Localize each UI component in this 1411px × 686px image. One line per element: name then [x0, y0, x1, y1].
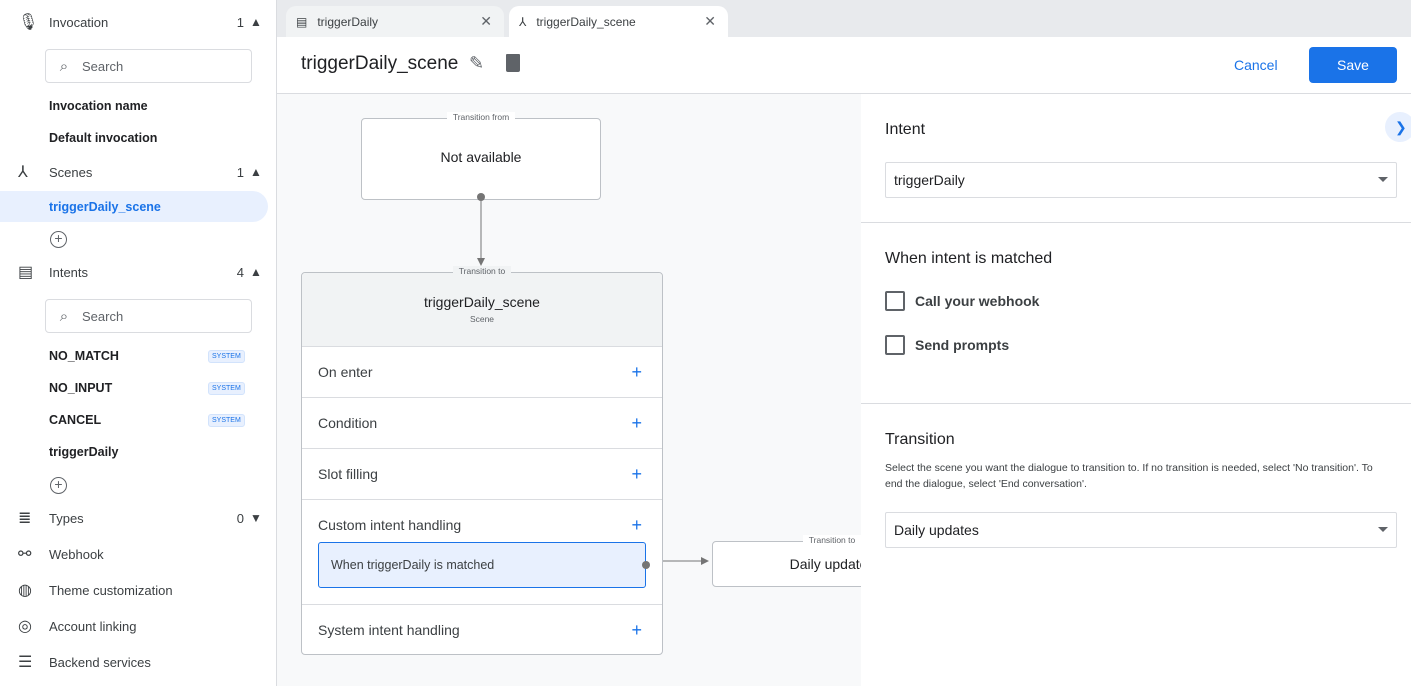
row-custom-intent[interactable]: Custom intent handling+ When triggerDail… [302, 499, 662, 604]
add-icon[interactable]: + [631, 464, 642, 484]
add-intent-icon[interactable]: + [50, 477, 67, 494]
types-list-icon: ≣ [18, 510, 32, 527]
transition-from-value: Not available [440, 149, 522, 165]
transition-from-legend: Transition from [446, 112, 516, 122]
add-icon[interactable]: + [631, 515, 642, 535]
search-icon: ⌕ [59, 57, 69, 75]
chevron-up-icon[interactable]: ▲ [250, 165, 262, 179]
connectors [477, 193, 709, 565]
row-system-intent[interactable]: System intent handling+ [302, 604, 662, 655]
when-matched-label: When intent is matched [885, 250, 1053, 267]
transition-to-legend: Transition to [452, 266, 512, 276]
intent-label: Intent [885, 121, 926, 138]
header: triggerDaily_scene ✎ Cancel Save [277, 37, 1411, 94]
row-condition[interactable]: Condition+ [302, 397, 662, 448]
scene-name: triggerDaily_scene [424, 294, 540, 310]
transition-from-box: Transition from Not available [361, 112, 601, 200]
delete-icon[interactable] [506, 54, 520, 72]
row-on-enter[interactable]: On enter+ [302, 346, 662, 397]
dropdown-arrow-icon [1378, 527, 1388, 532]
tab-triggerdaily[interactable]: ▤triggerDaily✕ [286, 6, 504, 37]
section-webhook[interactable]: ⚯Webhook [0, 539, 268, 569]
settings-list-icon: ☰ [18, 654, 33, 671]
transition-target-box[interactable]: Transition to Daily updates [712, 535, 861, 587]
scene-canvas: Transition from Not available Transition… [277, 94, 861, 686]
sidebar-item-intent[interactable]: triggerDaily [49, 445, 119, 459]
account-circle-icon: ◎ [18, 618, 32, 635]
scene-icon: ⅄ [519, 14, 527, 29]
save-button[interactable]: Save [1309, 47, 1397, 83]
webhook-icon: ⚯ [18, 546, 32, 563]
scene-box: Transition to triggerDaily_scene Scene O… [301, 266, 663, 655]
row-slot-filling[interactable]: Slot filling+ [302, 448, 662, 499]
connector-arrow [701, 557, 709, 565]
intent-panel: ❯ Intent triggerDaily When intent is mat… [861, 94, 1411, 686]
section-account-linking[interactable]: ◎Account linking [0, 611, 268, 641]
intent-icon: ▤ [296, 14, 308, 29]
cancel-button[interactable]: Cancel [1234, 57, 1278, 73]
scene-merge-icon: ⅄ [18, 164, 28, 181]
connector-arrow [477, 258, 485, 266]
chevron-down-icon[interactable]: ▼ [250, 511, 262, 525]
sidebar-item-invocation-name[interactable]: Invocation name [49, 99, 148, 113]
tab-triggerdaily-scene[interactable]: ⅄triggerDaily_scene✕ [509, 6, 728, 37]
scene-type: Scene [469, 314, 495, 324]
section-backend[interactable]: ☰Backend services [0, 647, 268, 677]
tab-bar: ▤triggerDaily✕ ⅄triggerDaily_scene✕ [277, 0, 1411, 37]
edit-icon[interactable]: ✎ [469, 53, 485, 73]
add-icon[interactable]: + [631, 413, 642, 433]
sidebar-item-scene[interactable]: triggerDaily_scene [0, 191, 268, 222]
send-prompts-checkbox[interactable]: Send prompts [885, 335, 1009, 355]
chevron-up-icon[interactable]: ▲ [250, 265, 262, 279]
chevron-up-icon[interactable]: ▲ [250, 15, 262, 29]
intent-select[interactable]: triggerDaily [885, 162, 1397, 198]
page-title: triggerDaily_scene [301, 53, 459, 74]
add-icon[interactable]: + [631, 620, 642, 640]
system-badge: SYSTEM [208, 381, 245, 395]
section-theme[interactable]: ◍Theme customization [0, 575, 268, 605]
search-icon: ⌕ [59, 307, 69, 325]
close-icon[interactable]: ✕ [704, 13, 716, 29]
list-icon: ▤ [18, 264, 34, 281]
sidebar-item-default-invocation[interactable]: Default invocation [49, 131, 158, 145]
add-scene-icon[interactable]: + [50, 231, 67, 248]
system-badge: SYSTEM [208, 413, 245, 427]
transition-description: Select the scene you want the dialogue t… [885, 462, 1373, 490]
intent-handler-matched[interactable]: When triggerDaily is matched [318, 542, 646, 588]
intents-search-input[interactable]: ⌕Search [45, 299, 252, 333]
invocation-search-input[interactable]: ⌕Search [45, 49, 252, 83]
transition-select[interactable]: Daily updates [885, 512, 1397, 548]
add-icon[interactable]: + [631, 362, 642, 382]
close-icon[interactable]: ✕ [480, 13, 492, 29]
chevron-right-icon[interactable]: ❯ [1385, 112, 1411, 142]
call-webhook-checkbox[interactable]: Call your webhook [885, 291, 1039, 311]
dropdown-arrow-icon [1378, 177, 1388, 182]
palette-icon: ◍ [18, 582, 32, 599]
microphone-icon: 🎙 [18, 14, 39, 31]
connector-dot [642, 561, 650, 569]
transition-label: Transition [885, 431, 955, 448]
system-badge: SYSTEM [208, 349, 245, 363]
